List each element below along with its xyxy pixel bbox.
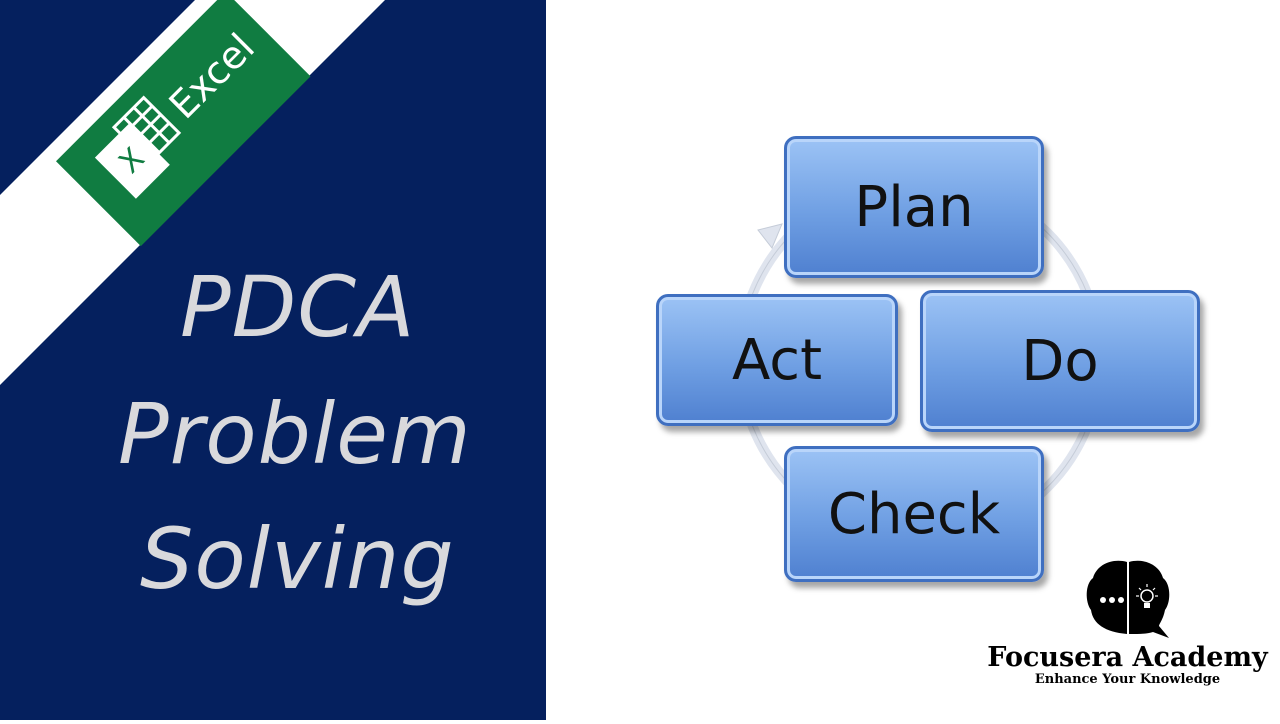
focusera-logo: Focusera Academy Enhance Your Knowledge bbox=[985, 558, 1270, 698]
pdca-cycle-diagram: Plan Do Check Act bbox=[640, 120, 1220, 600]
excel-icon: X bbox=[94, 95, 182, 199]
title-line-1: PDCA bbox=[180, 258, 416, 356]
step-act: Act bbox=[656, 294, 898, 426]
title-line-2: Problem bbox=[118, 385, 472, 483]
step-plan: Plan bbox=[784, 136, 1044, 278]
brain-icon bbox=[1086, 560, 1170, 638]
cycle-arrow-icon bbox=[757, 223, 783, 249]
step-do: Do bbox=[920, 290, 1200, 432]
brand-name: Focusera Academy bbox=[987, 642, 1268, 673]
step-check: Check bbox=[784, 446, 1044, 582]
banner-background: X Excel bbox=[0, 0, 546, 720]
title-banner: X Excel PDCA Problem Solving bbox=[0, 0, 546, 720]
excel-badge: X Excel bbox=[56, 0, 311, 247]
brand-tagline: Enhance Your Knowledge bbox=[1034, 672, 1221, 687]
title-line-3: Solving bbox=[140, 510, 455, 608]
